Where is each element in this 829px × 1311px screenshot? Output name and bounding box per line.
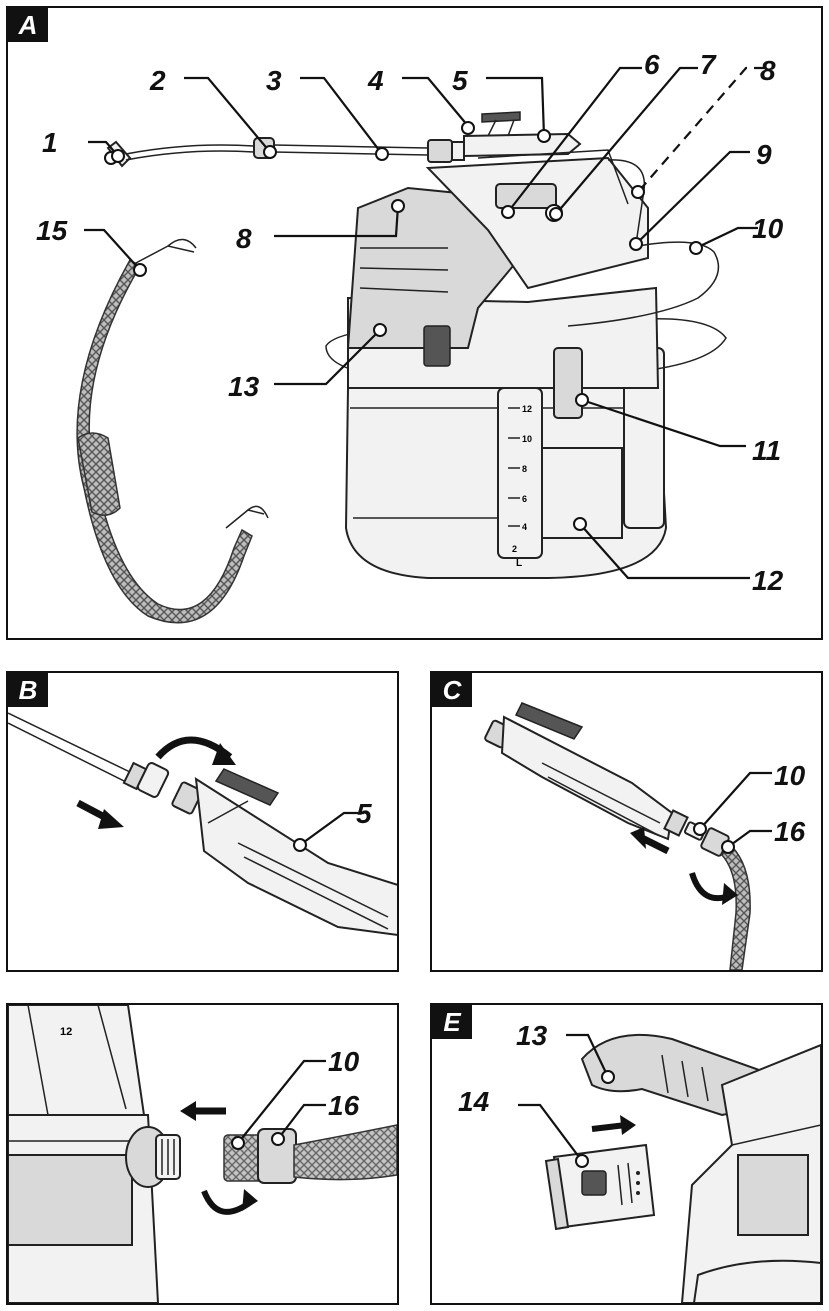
panel-c: C 10 16 bbox=[430, 671, 823, 972]
callout-8-top: 8 bbox=[760, 55, 776, 86]
callout-c-10: 10 bbox=[774, 760, 806, 791]
panel-a: A bbox=[6, 6, 823, 640]
callout-15: 15 bbox=[36, 215, 68, 246]
sprayer-body bbox=[325, 149, 727, 579]
callout-13: 13 bbox=[228, 371, 260, 402]
callout-c-16: 16 bbox=[774, 816, 806, 847]
scale-unit: L bbox=[516, 558, 522, 569]
scale-12: 12 bbox=[522, 404, 532, 414]
callout-9: 9 bbox=[756, 139, 772, 170]
callout-12: 12 bbox=[752, 565, 784, 596]
panel-tag-b: B bbox=[8, 673, 48, 707]
tank-scale-mark: 12 bbox=[60, 1026, 72, 1038]
battery-pack bbox=[544, 1143, 656, 1231]
panel-tag-c: C bbox=[432, 673, 472, 707]
callout-e-13: 13 bbox=[516, 1020, 548, 1051]
panel-tag-e: E bbox=[432, 1005, 472, 1039]
scale-8: 8 bbox=[522, 464, 527, 474]
callout-d-10: 10 bbox=[328, 1046, 360, 1077]
leader-lines bbox=[84, 66, 764, 580]
spray-lance bbox=[104, 111, 582, 168]
diagram-connect-hose-tank: 12 10 16 bbox=[8, 1005, 397, 1303]
callout-e-14: 14 bbox=[458, 1086, 490, 1117]
callout-5: 5 bbox=[452, 65, 468, 96]
callout-7: 7 bbox=[700, 49, 717, 80]
scale-2: 2 bbox=[512, 544, 517, 554]
panel-b: B 5 bbox=[6, 671, 399, 972]
diagram-connect-hose-handle: 10 16 bbox=[484, 702, 806, 970]
scale-10: 10 bbox=[522, 434, 532, 444]
callout-8-side: 8 bbox=[236, 223, 252, 254]
panel-e: E 13 14 bbox=[430, 1003, 823, 1305]
diagram-sprayer-overview: 1 2 3 4 5 6 7 8 8 9 10 11 12 13 15 12 10… bbox=[36, 49, 784, 624]
callout-4: 4 bbox=[367, 65, 384, 96]
scale-4: 4 bbox=[522, 522, 527, 532]
callout-3: 3 bbox=[266, 65, 282, 96]
callout-1: 1 bbox=[42, 127, 58, 158]
fill-scale-left bbox=[508, 407, 520, 527]
diagram-insert-battery: 13 14 bbox=[458, 1020, 821, 1303]
callout-b-5: 5 bbox=[356, 798, 372, 829]
diagram-attach-lance: 5 bbox=[8, 712, 397, 936]
callout-6: 6 bbox=[644, 49, 660, 80]
spray-handle bbox=[171, 768, 397, 936]
scale-6: 6 bbox=[522, 494, 527, 504]
callout-2: 2 bbox=[149, 65, 166, 96]
carrying-strap bbox=[76, 238, 269, 624]
callout-dots bbox=[111, 121, 703, 531]
callout-11: 11 bbox=[752, 435, 781, 466]
spray-handle-c bbox=[484, 702, 689, 841]
callout-d-16: 16 bbox=[328, 1090, 360, 1121]
panel-tag-a: A bbox=[8, 8, 48, 42]
panel-d: D 12 10 16 bbox=[6, 1003, 399, 1305]
callout-10: 10 bbox=[752, 213, 784, 244]
